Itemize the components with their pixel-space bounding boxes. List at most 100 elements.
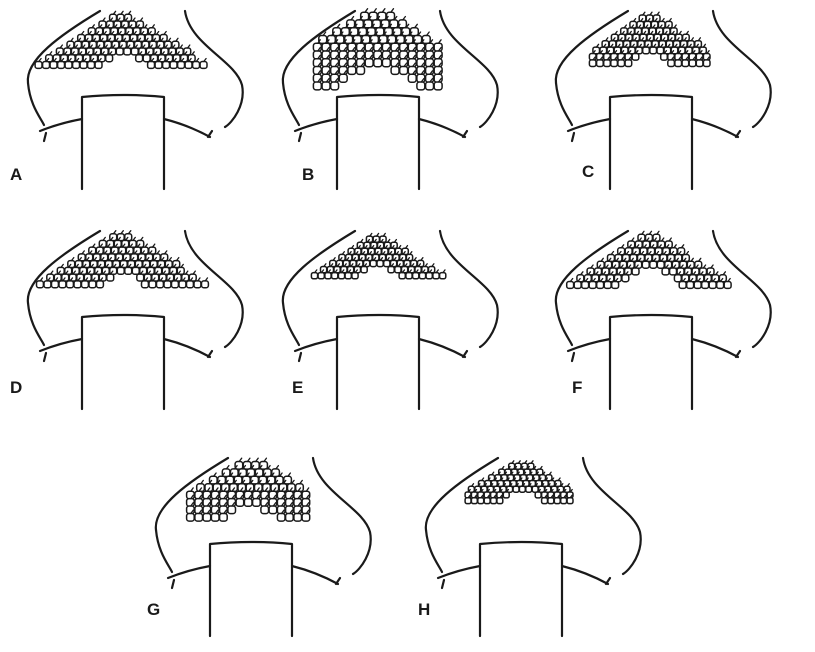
scale-cell xyxy=(65,62,72,69)
scale-cell xyxy=(234,476,242,484)
scale-field xyxy=(567,231,731,288)
right-spur xyxy=(562,566,608,584)
left-spur xyxy=(295,339,337,351)
scale-cell xyxy=(338,273,344,279)
specimen-drawing xyxy=(548,225,808,425)
scale-field xyxy=(35,11,207,68)
scale-cell xyxy=(157,281,164,288)
scale-cell xyxy=(657,47,664,54)
scale-cell xyxy=(345,273,351,279)
scale-cell xyxy=(689,60,696,67)
scale-cell xyxy=(382,59,390,67)
scale-cell xyxy=(185,62,192,69)
scale-cell xyxy=(661,54,668,61)
scale-cell xyxy=(255,469,263,477)
scale-cell xyxy=(288,484,296,492)
scale-cell xyxy=(433,273,439,279)
scale-cell xyxy=(205,484,213,492)
scale-cell xyxy=(35,62,42,69)
scale-cell xyxy=(222,484,230,492)
scale-cell xyxy=(269,506,277,514)
central-plate xyxy=(210,542,292,636)
specimen-drawing xyxy=(418,452,678,652)
left-spur-tick xyxy=(44,353,46,361)
right-margin-curve xyxy=(713,11,771,127)
scale-cell xyxy=(519,486,525,492)
scale-cell xyxy=(582,282,589,289)
scale-cell xyxy=(611,60,618,67)
scale-cell xyxy=(388,267,394,273)
scale-cell xyxy=(294,514,302,522)
central-plate xyxy=(82,95,164,189)
central-plate xyxy=(337,315,419,409)
scale-cell xyxy=(194,281,201,288)
scale-cell xyxy=(657,261,664,268)
scale-cell xyxy=(164,281,171,288)
scale-cell xyxy=(574,282,581,289)
right-spur xyxy=(164,119,210,137)
scale-cell xyxy=(625,60,632,67)
scale-cell xyxy=(674,275,681,282)
scale-cell xyxy=(703,60,710,67)
panel-label-c: C xyxy=(582,162,594,182)
panel-label-a: A xyxy=(10,165,22,185)
left-spur xyxy=(168,566,210,578)
scale-cell xyxy=(44,281,51,288)
scale-cell xyxy=(597,282,604,289)
left-spur xyxy=(40,119,82,131)
scale-cell xyxy=(650,261,657,268)
left-spur-tick xyxy=(442,580,444,588)
scale-cell xyxy=(709,282,716,289)
scale-cell xyxy=(124,48,131,55)
scale-cell xyxy=(149,281,156,288)
scale-cell xyxy=(622,275,629,282)
scale-cell xyxy=(172,281,179,288)
scale-cell xyxy=(50,62,57,69)
scale-cell xyxy=(255,484,263,492)
panel-h xyxy=(418,452,678,652)
left-spur xyxy=(438,566,480,578)
scale-cell xyxy=(535,492,541,498)
central-plate xyxy=(480,542,562,636)
scale-cell xyxy=(348,67,356,75)
scale-cell xyxy=(117,267,124,274)
scale-cell xyxy=(361,267,367,273)
scale-cell xyxy=(597,60,604,67)
scale-cell xyxy=(235,462,243,470)
scale-cell xyxy=(107,274,114,281)
scale-cell xyxy=(163,62,170,69)
scale-cell xyxy=(687,282,694,289)
scale-cell xyxy=(325,273,331,279)
panel-g xyxy=(148,452,408,652)
left-margin-lower xyxy=(426,530,442,572)
scale-cell xyxy=(561,498,567,504)
right-spur xyxy=(419,339,465,357)
left-margin-lower xyxy=(556,303,572,345)
scale-cell xyxy=(377,260,383,266)
specimen-plate: A B C D E F G H xyxy=(0,0,815,634)
right-spur xyxy=(292,566,338,584)
scale-cell xyxy=(272,469,280,477)
left-margin-lower xyxy=(28,83,44,125)
scale-cell xyxy=(247,469,255,477)
scale-cell xyxy=(286,514,294,522)
scale-cell xyxy=(106,55,113,62)
scale-field xyxy=(313,9,442,90)
scale-cell xyxy=(419,273,425,279)
scale-cell xyxy=(339,74,347,82)
scale-cell xyxy=(116,48,123,55)
scale-cell xyxy=(332,273,338,279)
scale-cell xyxy=(604,60,611,67)
scale-cell xyxy=(80,62,87,69)
scale-field xyxy=(311,233,445,278)
scale-cell xyxy=(231,469,239,477)
scale-cell xyxy=(465,498,471,504)
left-spur xyxy=(568,119,610,131)
left-spur-tick xyxy=(44,133,46,141)
scale-cell xyxy=(203,514,211,522)
scale-cell xyxy=(434,82,442,90)
scale-cell xyxy=(43,62,50,69)
scale-cell xyxy=(426,273,432,279)
scale-cell xyxy=(143,55,150,62)
scale-cell xyxy=(399,273,405,279)
